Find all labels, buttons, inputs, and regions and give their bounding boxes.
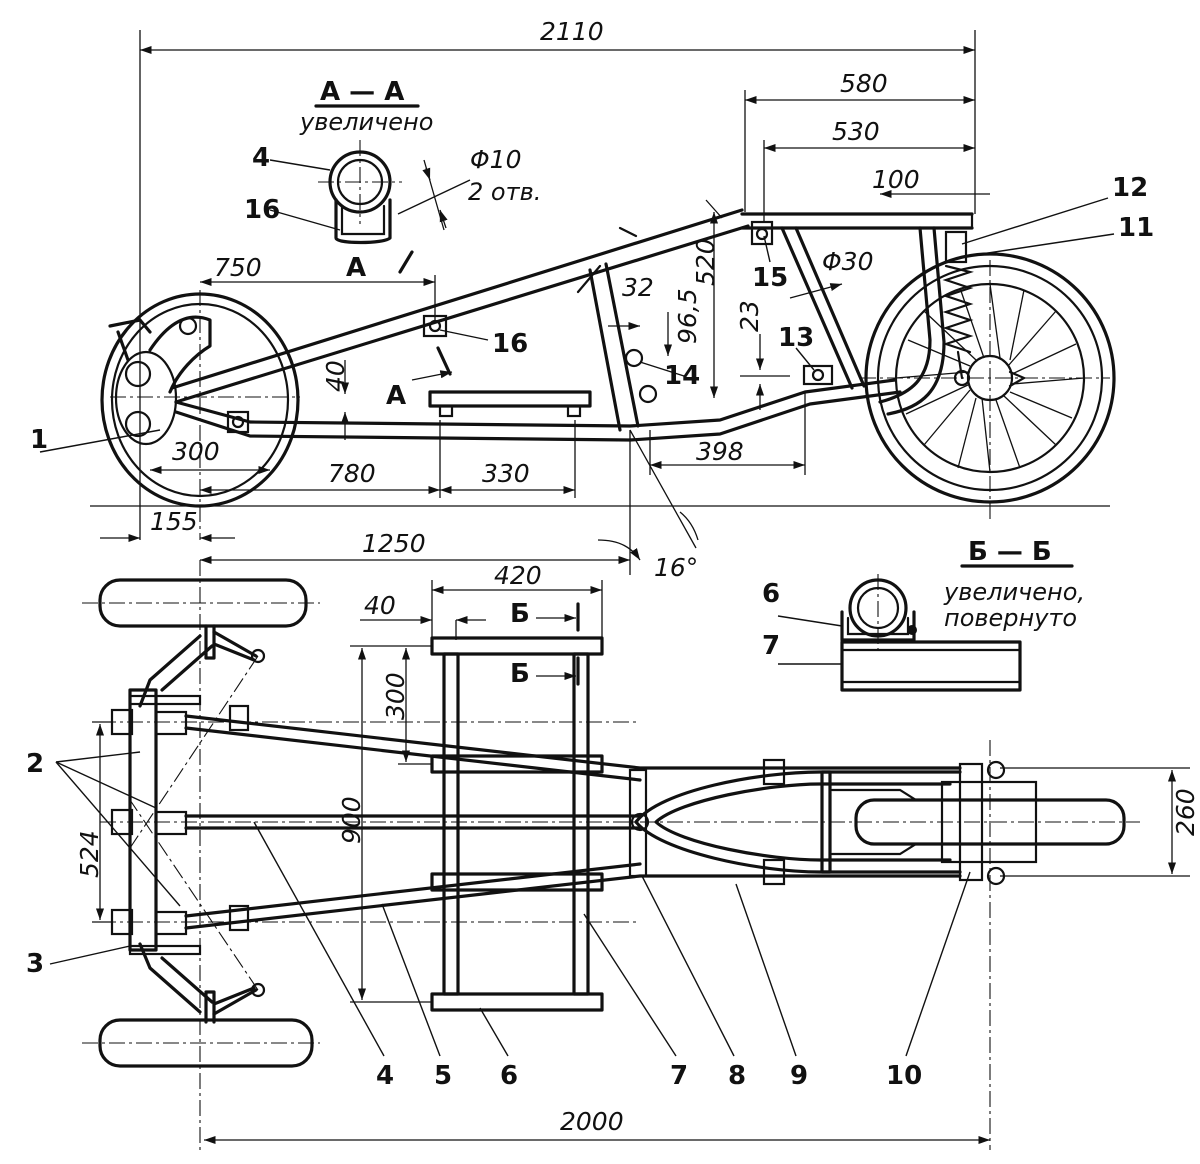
plan-view: Б Б 420 40 300 900 524 260 (26, 560, 1200, 1150)
dim-300-wheel: 300 (172, 437, 220, 466)
dim-155: 155 (150, 507, 198, 536)
section-b-b-subtitle-1: увеличено, (943, 578, 1085, 606)
side-dimensions (100, 30, 990, 575)
dim-750: 750 (214, 253, 262, 282)
section-callout-6: 6 (762, 579, 780, 609)
callout-7: 7 (670, 1061, 688, 1091)
cut-mark-a: А А (346, 250, 453, 411)
dim-96-5: 96,5 (673, 288, 702, 344)
section-b-b-title: Б — Б (968, 537, 1052, 567)
dim-580: 580 (840, 69, 888, 98)
section-callout-4: 4 (252, 143, 270, 173)
cut-mark-a-upper: А (346, 253, 366, 283)
cut-mark-b-upper: Б (510, 599, 530, 629)
callout-4: 4 (376, 1061, 394, 1091)
callout-10: 10 (886, 1061, 922, 1091)
callout-14: 14 (664, 361, 700, 391)
dim-23: 23 (735, 300, 764, 332)
side-frame (170, 208, 1027, 442)
dim-260: 260 (1171, 788, 1200, 836)
cut-mark-a-lower: А (386, 381, 406, 411)
side-callouts: 1 16 14 15 13 12 11 (30, 173, 1154, 455)
section-b-b: Б — Б увеличено, повернуто 6 7 (762, 537, 1085, 692)
dim-780: 780 (328, 459, 376, 488)
callout-15: 15 (752, 263, 788, 293)
cut-mark-b: Б Б (510, 599, 580, 689)
plan-dimension-labels: 420 40 300 900 524 260 2000 (75, 561, 1200, 1136)
dim-900: 900 (337, 796, 366, 844)
callout-11: 11 (1118, 213, 1154, 243)
seat-side (428, 390, 592, 418)
dim-1250: 1250 (362, 529, 426, 558)
plan-dimensions (92, 585, 1190, 1145)
section-a-a-hole-count: 2 отв. (468, 178, 541, 206)
plan-frame (100, 704, 1140, 932)
steering-linkage (129, 624, 266, 1024)
dim-16-deg: 16° (654, 553, 698, 582)
callout-9: 9 (790, 1061, 808, 1091)
section-b-b-subtitle-2: повернуто (944, 604, 1077, 632)
dim-2000: 2000 (560, 1107, 624, 1136)
dim-100: 100 (872, 165, 920, 194)
dim-30-diameter: Φ30 (822, 247, 874, 276)
callout-16: 16 (492, 329, 528, 359)
callout-3: 3 (26, 949, 44, 979)
callout-13: 13 (778, 323, 814, 353)
dim-40: 40 (321, 360, 350, 392)
rear-wheel-plan (854, 740, 1126, 1150)
front-right-wheel-plan (82, 1018, 320, 1068)
callout-8: 8 (728, 1061, 746, 1091)
dim-300-seat: 300 (381, 672, 410, 720)
section-a-a-hole-dim: Φ10 (470, 145, 522, 174)
callout-6: 6 (500, 1061, 518, 1091)
dim-520: 520 (691, 238, 720, 286)
dim-524: 524 (75, 830, 104, 878)
dim-32: 32 (622, 273, 654, 302)
callout-1: 1 (30, 425, 48, 455)
dim-2110: 2110 (540, 17, 604, 46)
rear-wheel (864, 252, 1116, 504)
callout-2: 2 (26, 749, 44, 779)
side-view: 2110 580 530 100 750 40 300 780 330 155 … (30, 17, 1154, 582)
dim-530: 530 (832, 117, 880, 146)
cut-mark-b-lower: Б (510, 659, 530, 689)
section-a-a-subtitle: увеличено (299, 108, 433, 136)
section-a-a-title: А — А (320, 77, 404, 107)
seat-plan (430, 580, 604, 1012)
dim-330: 330 (482, 459, 530, 488)
dim-40-seat: 40 (364, 591, 396, 620)
section-a-a: А — А увеличено 4 16 Φ10 2 отв. (244, 77, 541, 245)
callout-5: 5 (434, 1061, 452, 1091)
dim-398: 398 (696, 437, 744, 466)
section-callout-16: 16 (244, 195, 280, 225)
dim-420: 420 (494, 561, 542, 590)
side-dimension-labels: 2110 580 530 100 750 40 300 780 330 155 … (150, 17, 920, 582)
rear-shock (942, 230, 974, 387)
section-callout-7: 7 (762, 631, 780, 661)
front-left-wheel-plan (82, 578, 320, 628)
plan-callouts: 2 3 4 5 6 7 8 9 10 (26, 749, 971, 1091)
callout-12: 12 (1112, 173, 1148, 203)
